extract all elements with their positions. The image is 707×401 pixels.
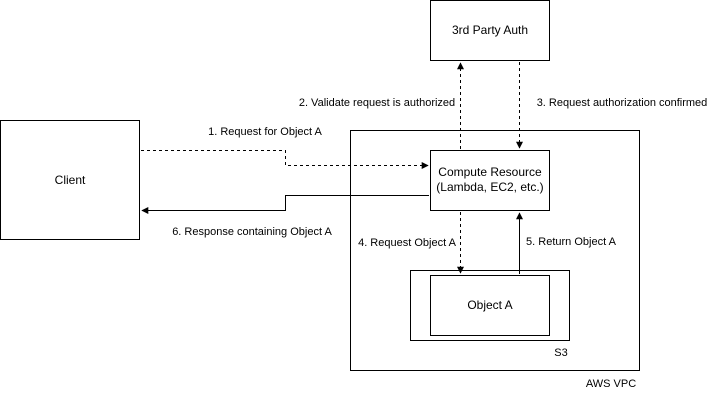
client-box[interactable] [0, 120, 140, 240]
edge-request-object: 1. Request for Object A [141, 126, 429, 169]
edge-2-label: 2. Validate request is authorized [299, 97, 455, 109]
auth-label: 3rd Party Auth [452, 23, 528, 37]
client-node[interactable]: Client [0, 120, 140, 240]
vpc-group: AWS VPC [350, 130, 640, 390]
object-node[interactable]: Object A [430, 275, 550, 336]
edge-validate-request: 2. Validate request is authorized [299, 62, 464, 149]
s3-group: S3 [410, 270, 570, 359]
edge-1-line [141, 150, 429, 169]
auth-node[interactable]: 3rd Party Auth [430, 0, 550, 61]
edge-request-object-a: 4. Request Object A [358, 212, 464, 274]
edge-authorization-confirmed: 3. Request authorization confirmed [516, 62, 707, 149]
edge-return-object-a: 5. Return Object A [516, 212, 617, 274]
edge-3-label: 3. Request authorization confirmed [537, 97, 707, 109]
compute-label-line2: (Lambda, EC2, etc.) [436, 180, 543, 194]
vpc-boundary [350, 130, 640, 371]
auth-box[interactable] [430, 0, 550, 61]
edge-4-label: 4. Request Object A [358, 237, 456, 249]
client-label: Client [55, 173, 86, 187]
edge-6-line [141, 195, 429, 214]
edge-1-label: 1. Request for Object A [208, 126, 322, 138]
edge-5-label: 5. Return Object A [526, 236, 617, 248]
compute-box[interactable] [430, 150, 550, 211]
object-label: Object A [467, 298, 512, 312]
compute-label-line1: Compute Resource [438, 165, 542, 179]
s3-label: S3 [554, 347, 567, 359]
s3-boundary [410, 270, 570, 341]
compute-node[interactable]: Compute Resource (Lambda, EC2, etc.) [430, 150, 550, 211]
vpc-label: AWS VPC [586, 378, 636, 390]
edge-6-label: 6. Response containing Object A [172, 226, 332, 238]
edge-response-object: 6. Response containing Object A [141, 195, 429, 238]
object-box[interactable] [430, 275, 550, 336]
